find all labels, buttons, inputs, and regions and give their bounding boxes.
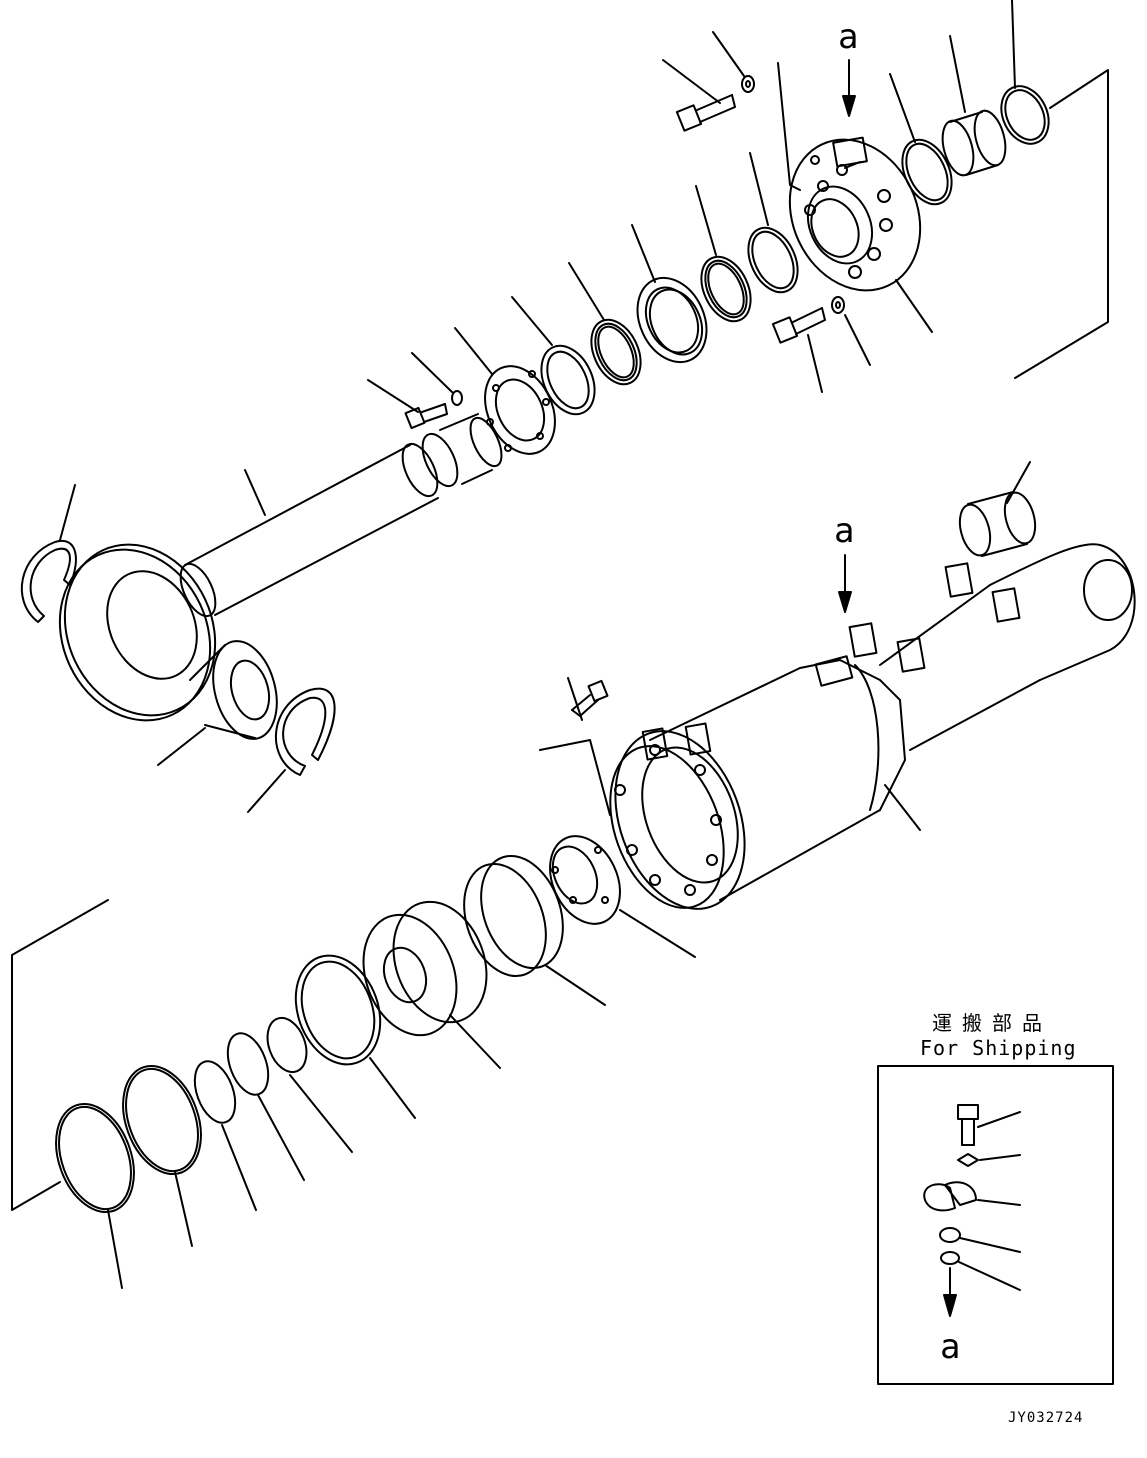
pin-bushing-cylinder (958, 461, 1037, 557)
drawing-code: JY032724 (1008, 1410, 1083, 1426)
pin-bushing (157, 640, 278, 766)
cylinder-assembly: a (11, 461, 1136, 1289)
inset-frame (877, 1065, 1114, 1385)
inset-title-en: For Shipping (920, 1036, 1077, 1060)
inset-callout-label: a (940, 1327, 960, 1367)
piston-nut (549, 835, 696, 958)
washer-top (712, 31, 755, 93)
seal-ring-1 (695, 185, 752, 323)
piston-seal (294, 954, 416, 1119)
snap-ring-left (20, 484, 77, 623)
inset-shipping-parts: 運搬部品 For Shipping (877, 1011, 1114, 1385)
bolt-piston (539, 677, 611, 816)
piston (362, 900, 501, 1069)
group-bracket-upper (777, 62, 1109, 379)
piston-rod (179, 413, 503, 618)
callout-lower-label: a (834, 511, 854, 551)
backup-ring-1 (122, 1064, 202, 1247)
seal-ring-3 (511, 296, 596, 416)
inset-o-ring (940, 1251, 1021, 1291)
inset-callout-arrow: a (940, 1267, 960, 1367)
inset-washer (957, 1153, 1021, 1167)
cylinder-head (788, 136, 933, 333)
bushing-head (941, 35, 1007, 177)
ring-snap (1000, 0, 1050, 145)
inset-title-jp: 運搬部品 (932, 1011, 1052, 1035)
rod-eye (58, 543, 217, 722)
ring-head-2 (747, 152, 799, 294)
wear-ring (463, 854, 606, 1006)
inset-bolt (957, 1104, 1021, 1146)
inset-plug (939, 1227, 1021, 1253)
inset-spacer (923, 1181, 1021, 1212)
group-bracket-lower (11, 899, 109, 1211)
seal-ring-2 (568, 262, 642, 386)
cylinder-tube (609, 543, 1136, 910)
bolt-head-lower (771, 307, 826, 393)
bolt-flange (367, 352, 463, 430)
callout-upper-arrow: a (838, 17, 858, 117)
o-ring-1 (266, 1016, 353, 1153)
backup-ring-2 (55, 1102, 135, 1289)
snap-ring-right (247, 687, 336, 813)
callout-lower-arrow: a (834, 511, 854, 613)
o-ring-2 (226, 1032, 305, 1181)
ring-head-1 (889, 73, 953, 206)
washer-head-lower (831, 296, 871, 366)
o-ring-3 (193, 1060, 257, 1211)
callout-upper-label: a (838, 17, 858, 57)
rod-assembly: a (20, 0, 1109, 813)
bolt-top (662, 59, 736, 132)
retainer-plate (631, 224, 708, 364)
